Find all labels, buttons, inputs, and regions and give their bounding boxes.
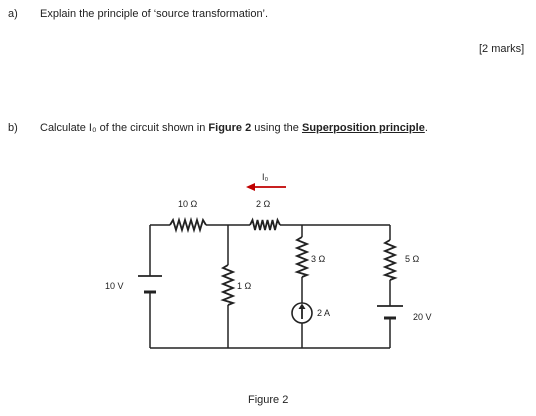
io-arrow-head [246, 183, 255, 191]
figure-caption: Figure 2 [248, 394, 288, 406]
r1-label: 1 Ω [237, 281, 252, 291]
current-source-2a [291, 302, 313, 324]
method-name: Superposition principle [301, 122, 425, 134]
figure-reference: Figure 2 [208, 122, 252, 134]
r3-label: 3 Ω [311, 254, 326, 264]
resistor-10-ohm [169, 216, 207, 234]
marks-label: [2 marks] [479, 43, 525, 55]
io-label: I₀ [262, 172, 269, 182]
question-text-middle: using the [251, 122, 302, 134]
part-a-question: Explain the principle of ‘source transfo… [40, 8, 269, 20]
v10-label: 10 V [105, 281, 124, 291]
part-a-label: a) [8, 8, 18, 20]
resistor-2-ohm [249, 217, 281, 231]
i2-label: 2 A [317, 308, 330, 318]
resistor-5-ohm [382, 239, 398, 281]
question-text-start: Calculate I₀ of the circuit shown in [40, 122, 209, 134]
current-source-arrow-head [298, 303, 306, 309]
part-b-label: b) [8, 122, 18, 134]
r5-label: 5 Ω [405, 254, 420, 264]
part-b-question: Calculate I₀ of the circuit shown in Fig… [40, 122, 428, 134]
resistor-1-ohm [220, 264, 236, 306]
r10-label: 10 Ω [178, 199, 198, 209]
resistor-3-ohm [294, 236, 310, 278]
v20-label: 20 V [413, 312, 432, 322]
r2-label: 2 Ω [256, 199, 271, 209]
question-text-end: . [424, 122, 428, 134]
